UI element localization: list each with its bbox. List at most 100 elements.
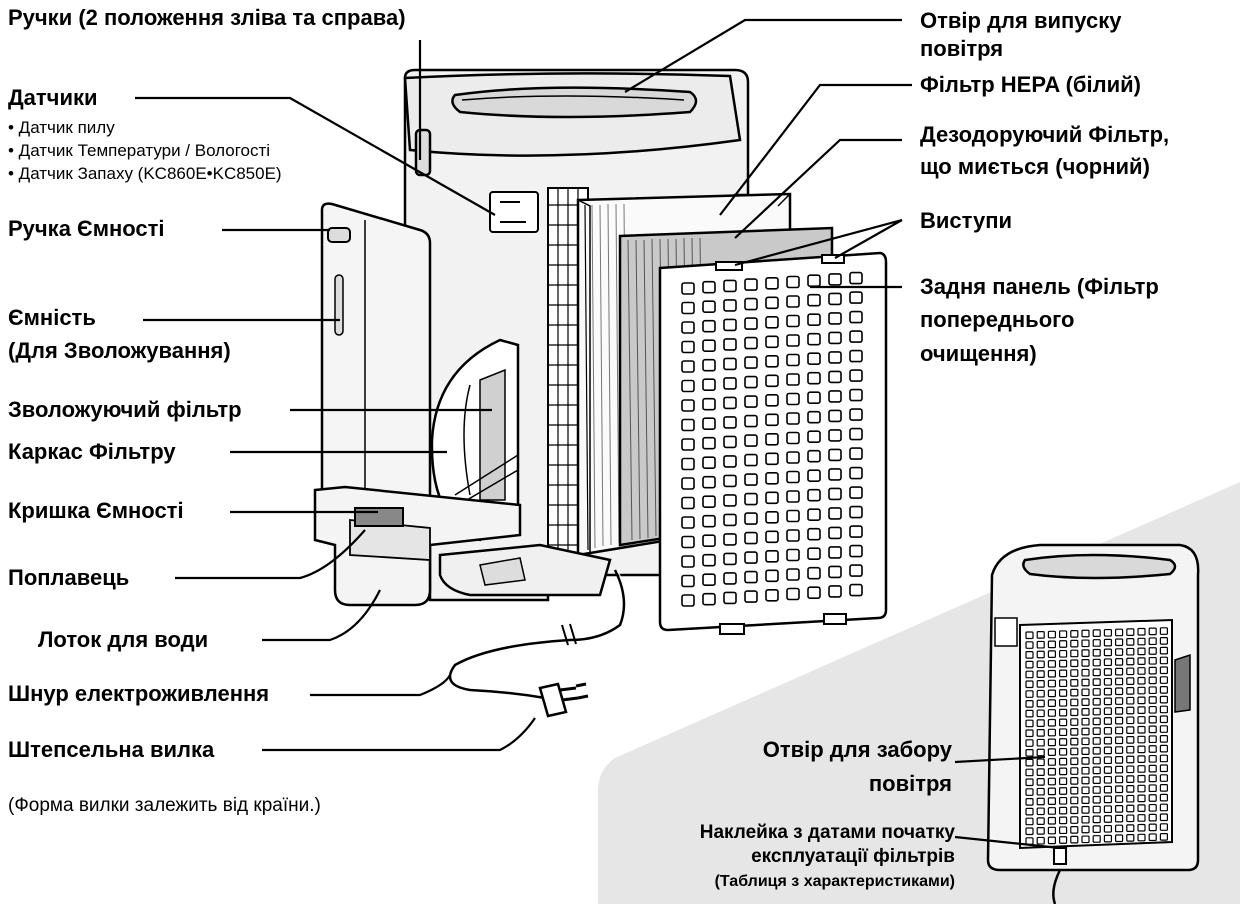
inset-grid-hole — [1092, 629, 1101, 638]
inset-grid-hole — [1058, 698, 1068, 707]
inset-grid-hole — [1025, 650, 1034, 659]
grid-hole — [786, 392, 800, 406]
label-deodorizing-sub: що миється (чорний) — [920, 154, 1150, 179]
tank-cap — [354, 507, 404, 527]
inset-grid-hole — [1025, 758, 1034, 767]
inset-grid-hole — [1159, 813, 1169, 822]
inset-grid-hole — [1148, 764, 1157, 773]
grid-hole — [765, 296, 779, 310]
inset-grid-hole — [1103, 677, 1113, 686]
inset-grid-hole — [1114, 795, 1124, 803]
inset-grid-hole — [1159, 734, 1169, 743]
label-handles: Ручки (2 положення зліва та справа) — [8, 5, 406, 30]
inset-grid-hole — [1137, 706, 1146, 715]
inset-grid-hole — [1070, 776, 1079, 785]
inset-grid-hole — [1092, 639, 1101, 647]
inset-grid-hole — [1159, 832, 1169, 841]
inset-grid-hole — [1081, 766, 1090, 775]
inset-grid-hole — [1025, 699, 1034, 708]
inset-grid-hole — [1081, 747, 1090, 755]
inset-grid-hole — [1114, 657, 1124, 666]
grid-hole — [807, 547, 821, 561]
grid-hole — [849, 544, 863, 558]
inset-grid-hole — [1047, 669, 1057, 678]
grid-hole — [744, 531, 758, 545]
grid-hole — [786, 431, 800, 445]
handle-recess — [414, 128, 432, 177]
inset-grid-hole — [1070, 727, 1079, 736]
inset-grid-hole — [1137, 794, 1146, 803]
inset-grid-hole — [1148, 705, 1157, 714]
grid-hole — [786, 275, 800, 289]
inset-grid-hole — [1047, 767, 1057, 776]
inset-grid-hole — [1159, 774, 1169, 782]
grid-hole — [807, 313, 821, 327]
inset-grid-hole — [1070, 669, 1079, 677]
inset-grid-hole — [1148, 803, 1157, 812]
grid-hole — [702, 300, 716, 314]
inset-grid-hole — [1025, 837, 1034, 845]
grid-hole — [849, 486, 863, 499]
inset-grid-hole — [1103, 775, 1113, 784]
grid-hole — [723, 318, 737, 332]
grid-hole — [723, 494, 737, 507]
inset-grid-hole — [1126, 677, 1135, 685]
grid-hole — [786, 314, 800, 328]
grid-hole — [786, 412, 800, 425]
inset-grid-hole — [1058, 659, 1068, 668]
inset-grid-hole — [1092, 795, 1101, 804]
grid-hole — [765, 471, 779, 485]
inset-grid-hole — [1092, 717, 1101, 726]
inset-grid-hole — [1103, 736, 1113, 745]
inset-grid-hole — [1036, 827, 1045, 835]
grid-hole — [702, 592, 716, 606]
grid-hole — [744, 512, 758, 525]
inset-grid-hole — [1148, 696, 1157, 704]
inset-grid-hole — [1081, 806, 1090, 814]
inset-grid-hole — [1058, 679, 1068, 688]
inset-grid-hole — [1103, 658, 1113, 667]
inset-grid-hole — [1159, 725, 1169, 733]
inset-grid-hole — [1148, 754, 1157, 763]
inset-grid-hole — [1025, 641, 1034, 649]
grid-hole — [807, 566, 821, 580]
grid-hole — [744, 395, 758, 408]
label-sticker: Наклейка з датами початку — [699, 822, 955, 843]
inset-grid-hole — [1103, 668, 1113, 676]
inset-grid-hole — [1047, 748, 1057, 757]
inset-grid-hole — [1092, 678, 1101, 687]
inset-grid-hole — [1159, 666, 1169, 675]
inset-grid-hole — [1126, 824, 1135, 832]
inset-grid-hole — [1058, 640, 1068, 648]
grid-hole — [744, 551, 758, 564]
inset-grid-hole — [1058, 826, 1068, 835]
inset-grid-hole — [1081, 629, 1090, 638]
grid-hole — [744, 375, 758, 389]
inset-grid-hole — [1137, 735, 1146, 744]
inset-grid-hole — [1103, 766, 1113, 774]
grid-hole — [681, 594, 695, 607]
inset-grid-hole — [1126, 687, 1135, 695]
grid-hole — [849, 388, 863, 402]
inset-grid-hole — [1036, 650, 1045, 659]
inset-grid-hole — [1159, 627, 1169, 635]
grid-hole — [702, 378, 716, 392]
grid-hole — [849, 349, 863, 363]
inset-grid-hole — [1137, 637, 1146, 646]
inset-grid-hole — [1058, 689, 1068, 697]
inset-grid-hole — [1114, 697, 1124, 705]
grid-hole — [807, 391, 821, 405]
grid-hole — [744, 570, 758, 584]
label-back-panel: Задня панель (Фільтр — [920, 274, 1159, 299]
grid-hole — [702, 534, 716, 548]
inset-grid-hole — [1081, 835, 1090, 844]
label-power-cord: Шнур електроживлення — [8, 681, 270, 706]
inset-grid-hole — [1092, 658, 1101, 667]
grid-hole — [723, 279, 737, 293]
inset-grid-hole — [1126, 696, 1135, 705]
inset-grid-hole — [1137, 774, 1146, 783]
grid-hole — [744, 356, 758, 369]
inset-grid-hole — [1148, 715, 1157, 724]
inset-grid-hole — [1036, 738, 1045, 747]
grid-hole — [702, 358, 716, 372]
